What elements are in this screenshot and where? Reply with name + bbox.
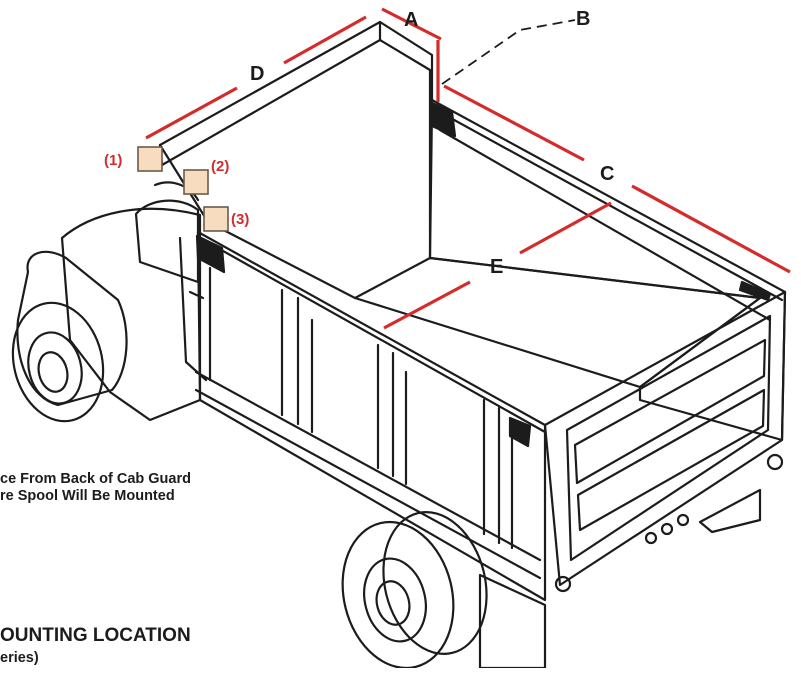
left-wall-post-3 xyxy=(482,398,501,545)
rear-wheel xyxy=(341,520,455,670)
tailgate-hinge-left xyxy=(554,575,572,593)
mount-marker-3 xyxy=(203,206,229,232)
front-fender xyxy=(16,250,128,407)
tailgate-inner-frame xyxy=(565,314,772,562)
rear-wheel-hub xyxy=(375,580,411,626)
corner-clip-front-right xyxy=(428,100,457,138)
label-e: E xyxy=(490,256,503,278)
footer-subheading: eries) xyxy=(0,650,39,666)
rear-bumper xyxy=(698,488,762,534)
cab-window xyxy=(134,199,200,284)
leader-line-b xyxy=(441,19,576,85)
label-b: B xyxy=(576,8,590,30)
front-wall-inner-edge xyxy=(378,38,432,260)
left-wall-post-1 xyxy=(280,288,300,426)
footer-heading: OUNTING LOCATION xyxy=(0,625,191,646)
left-wall-top-rail xyxy=(198,236,547,434)
mount-markers xyxy=(137,146,229,232)
caption-line-1: ce From Back of Cab Guard xyxy=(0,471,191,487)
left-wall-post-2 xyxy=(376,343,395,478)
right-wall-inner-rail xyxy=(438,128,772,322)
cab-body xyxy=(60,207,202,422)
cab-door-handle xyxy=(188,290,205,300)
tail-light-2 xyxy=(660,522,674,536)
mount-marker-2 xyxy=(183,169,209,195)
mount-label-2: (2) xyxy=(211,158,229,175)
front-wheel-rim xyxy=(27,331,83,405)
tail-light-1 xyxy=(644,531,658,545)
front-wheel xyxy=(11,301,105,423)
measure-line-e xyxy=(383,201,612,330)
measure-line-a xyxy=(381,7,442,41)
left-wall-bottom-rail xyxy=(194,388,542,580)
corner-clip-rear-left xyxy=(508,416,532,448)
cab-door-line xyxy=(178,236,208,382)
label-d: D xyxy=(250,63,264,85)
rear-wheel-rim xyxy=(363,557,427,643)
mud-flap xyxy=(478,573,547,670)
cab-roof-edge xyxy=(153,181,200,202)
body-right-wall xyxy=(428,98,787,442)
measure-line-c xyxy=(443,84,791,274)
mount-marker-1 xyxy=(137,146,163,172)
left-wall-panels xyxy=(208,266,514,550)
caption-line-2: re Spool Will Be Mounted xyxy=(0,488,175,504)
tailgate-bottom-panel xyxy=(576,388,766,532)
front-wheel-hub xyxy=(37,351,69,393)
label-a: A xyxy=(404,9,418,31)
measure-line-d xyxy=(145,15,367,140)
truck-outline xyxy=(11,20,787,670)
mount-label-3: (3) xyxy=(231,211,249,228)
corner-clip-rear-right xyxy=(738,280,772,302)
left-wall-lower-rail xyxy=(194,370,542,562)
measurement-lines xyxy=(145,7,791,330)
tailgate-hinge-right xyxy=(766,453,784,471)
mount-label-1: (1) xyxy=(104,152,122,169)
body-left-wall xyxy=(196,230,547,602)
tailgate-frame xyxy=(543,290,787,587)
tail-light-3 xyxy=(676,513,690,527)
rear-wheel-inner xyxy=(382,510,488,656)
body-floor xyxy=(353,256,762,389)
label-c: C xyxy=(600,163,614,185)
cab-guard-top xyxy=(158,20,382,167)
tailgate-top-panel xyxy=(573,338,767,485)
